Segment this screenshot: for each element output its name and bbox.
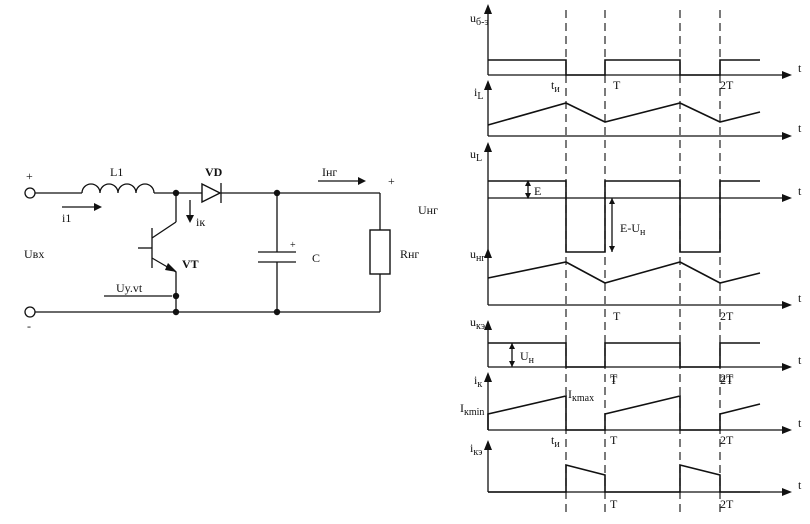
mark-T-1: T: [613, 78, 621, 92]
mark-tu-1: tи: [551, 78, 560, 95]
control-voltage-label: Uy.vt: [116, 281, 143, 295]
mark-2T-5: 2T: [720, 371, 734, 385]
input-terminal-top: [24, 187, 36, 199]
mark-T-7: T: [610, 497, 618, 511]
mark-T-5: T: [610, 371, 618, 385]
trace-diode-current: iкэ t T 2T: [470, 440, 802, 511]
mark-2T-7: 2T: [720, 497, 734, 511]
mark-2T-6b: 2T: [720, 433, 734, 447]
capacitor-plus-sign: +: [290, 240, 296, 251]
inductor-label: L1: [110, 165, 123, 179]
load-plus-sign: +: [388, 174, 395, 188]
trace-load-voltage: uнг t T 2T: [470, 247, 802, 323]
annotation-E-minus-U: E-Uн: [620, 221, 646, 238]
trace6-axis-t: t: [798, 416, 802, 430]
collector-current-arrow: [186, 215, 194, 223]
trace7-label: iкэ: [470, 441, 482, 458]
trace2-axis-t: t: [798, 121, 802, 135]
mark-tu-6: tи: [551, 433, 560, 450]
input-plus-sign: +: [26, 169, 33, 183]
trace-inductor-voltage: uL t E E-Uн: [470, 142, 802, 253]
annotation-I-kmin: Iкmin: [460, 401, 484, 418]
trace4-axis-t: t: [798, 291, 802, 305]
load-current-label: Iнг: [322, 165, 337, 179]
load-current-arrow: [358, 177, 366, 185]
trace-collector-emitter-voltage: uкэ t Uн T 2T: [470, 315, 802, 385]
trace5-label: uкэ: [470, 315, 485, 332]
trace-collector-current: iк t Iкmin Iкmax T 2T tи T 2T: [460, 372, 802, 450]
trace3-label: uL: [470, 147, 482, 164]
trace1-axis-t: t: [798, 61, 802, 75]
load-voltage-label: Uнг: [418, 203, 438, 217]
node-bottom-capacitor: [273, 308, 281, 316]
diode-symbol: [201, 182, 222, 204]
trace-base-emitter-voltage: uб-э t tи T 2T: [470, 4, 802, 95]
node-transistor-control: [172, 292, 180, 300]
input-voltage-label: Uвх: [24, 247, 44, 261]
trace3-axis-t: t: [798, 184, 802, 198]
trace5-axis-t: t: [798, 353, 802, 367]
inductor-symbol: [81, 183, 155, 194]
circuit-schematic: + - L1 i1 VD Iнг + VT: [24, 165, 438, 333]
mark-2T-6: 2T: [720, 373, 734, 387]
trace-inductor-current: iL t: [474, 80, 802, 140]
timing-diagrams: uб-э t tи T 2T iL t uL t: [460, 4, 802, 515]
node-bottom-transistor: [172, 308, 180, 316]
trace6-label: iк: [474, 373, 482, 390]
input-current-arrow: [94, 203, 102, 211]
mark-2T-1: 2T: [720, 78, 734, 92]
mark-T-6: T: [610, 373, 618, 387]
load-resistor-label: Rнг: [400, 247, 419, 261]
trace2-label: iL: [474, 85, 483, 102]
transistor-label: VT: [182, 257, 199, 271]
capacitor-label: C: [312, 251, 320, 265]
diode-label: VD: [205, 165, 223, 179]
mark-T-6b: T: [610, 433, 618, 447]
mark-2T-4: 2T: [720, 309, 734, 323]
load-resistor-symbol: [369, 229, 391, 275]
annotation-I-kmax: Iкmax: [568, 387, 594, 404]
transistor-emitter-arrow: [165, 263, 177, 272]
annotation-U-n: Uн: [520, 349, 535, 366]
input-minus-sign: -: [27, 319, 31, 333]
input-current-label: i1: [62, 211, 71, 225]
collector-current-label: iк: [196, 215, 205, 229]
trace1-label: uб-э: [470, 11, 489, 28]
input-terminal-bottom: [24, 306, 36, 318]
trace7-axis-t: t: [798, 478, 802, 492]
annotation-E: E: [534, 184, 541, 198]
trace4-label: uнг: [470, 247, 485, 264]
mark-T-4: T: [613, 309, 621, 323]
